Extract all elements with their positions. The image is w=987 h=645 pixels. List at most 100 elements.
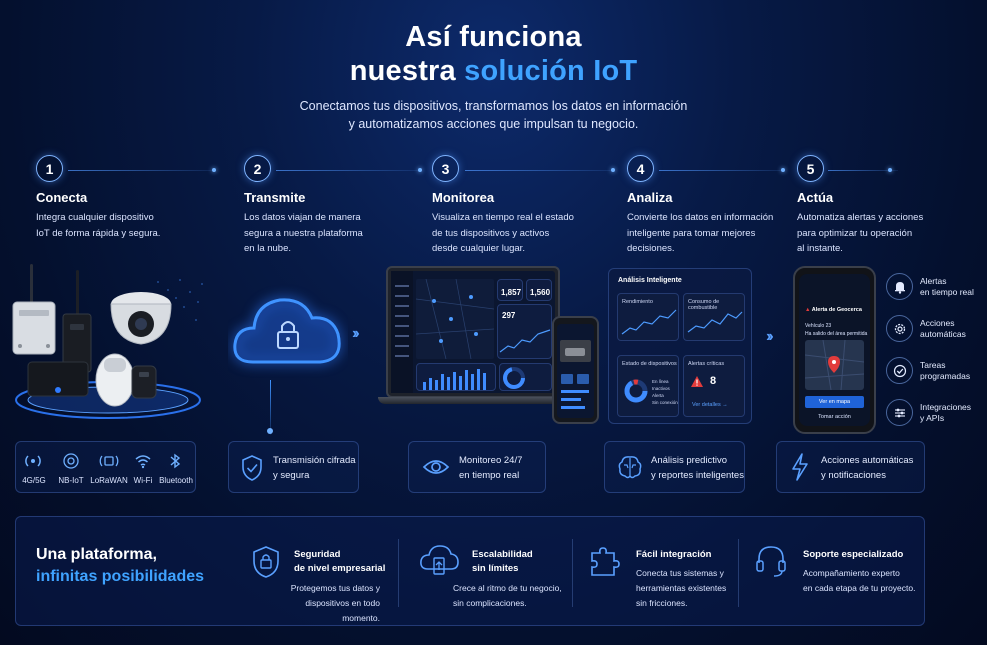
- benefits-panel: Una plataforma, infinitas posibilidades …: [15, 516, 925, 626]
- page-title: Así funciona nuestra solución IoT: [0, 20, 987, 88]
- nbiot-icon: [63, 453, 79, 469]
- dashboard-map: [415, 278, 495, 360]
- connectivity-card: 4G/5G NB-IoT LoRaWAN Wi-Fi Bluetooth: [15, 441, 196, 493]
- phone-alert: ▲ Alerta de Geocerca Vehículo 23 Ha sali…: [793, 266, 876, 434]
- step-number: 2: [244, 155, 271, 182]
- step-3: 3 Monitorea Visualiza en tiempo real el …: [432, 155, 622, 257]
- kpi-card: 1,560: [526, 279, 552, 301]
- warning-icon: [691, 376, 703, 387]
- bell-icon: [886, 273, 913, 300]
- flow-chevron-icon: ››: [352, 325, 359, 342]
- step-description: Los datos viajan de manera segura a nues…: [244, 212, 363, 254]
- status-donut: [624, 379, 648, 403]
- net-wifi: [134, 453, 152, 474]
- kpi-card: 1,857: [497, 279, 523, 301]
- phone-alert-message: Vehículo 23 Ha salido del área permitida: [805, 323, 868, 337]
- step-connector: [68, 170, 214, 171]
- net-label: Wi-Fi: [133, 476, 153, 485]
- step-description: Automatiza alertas y acciones para optim…: [797, 212, 924, 254]
- divider: [398, 539, 399, 607]
- critical-alerts-card: Alertas críticas 8 Ver detalles →: [683, 355, 745, 417]
- net-label: Bluetooth: [159, 476, 193, 485]
- shield-check-icon: [242, 455, 262, 481]
- net-nbiot: [62, 453, 80, 474]
- benefits-headline: Una plataforma, infinitas posibilidades: [36, 546, 205, 585]
- phone-alert-title: ▲ Alerta de Geocerca: [805, 307, 862, 313]
- step-connector: [465, 170, 615, 171]
- step-connector-dot: [888, 168, 892, 172]
- dashboard-donut: [499, 363, 552, 391]
- step-5: 5 Actúa Automatiza alertas y acciones pa…: [797, 155, 977, 257]
- step-title: Monitorea: [432, 190, 495, 205]
- page-subtitle: Conectamos tus dispositivos, transformam…: [299, 99, 688, 131]
- step-number: 5: [797, 155, 824, 182]
- dashboard-bar-chart: [416, 363, 496, 391]
- eye-icon: [422, 460, 450, 474]
- benefit-title: Soporte especializado: [803, 549, 904, 560]
- step-title: Analiza: [627, 190, 673, 205]
- benefit-description: Crece al ritmo de tu negocio,sin complic…: [453, 583, 562, 608]
- sliders-icon: [886, 399, 913, 426]
- analysis-panel: Análisis Inteligente Rendimiento Consumo…: [608, 268, 752, 424]
- step-description: Visualiza en tiempo real el estado de tu…: [432, 212, 574, 254]
- lightning-icon: [792, 453, 808, 481]
- puzzle-icon: [591, 547, 620, 576]
- step-connector-dot: [212, 168, 216, 172]
- step-connector-dot: [781, 168, 785, 172]
- view-map-button[interactable]: Ver en mapa: [805, 396, 864, 408]
- cloud-illustration: [228, 282, 348, 382]
- step-connector-dot: [418, 168, 422, 172]
- kpi-chart-card: 297: [497, 304, 552, 359]
- mobile-dashboard: [552, 316, 599, 424]
- phone-map: [804, 339, 865, 391]
- take-action-button[interactable]: Tomar acción: [818, 414, 851, 420]
- laptop-dashboard: 1,857 1,560 297: [378, 266, 568, 406]
- net-label: 4G/5G: [22, 476, 46, 485]
- step-description: Integra cualquier dispositivo IoT de for…: [36, 212, 161, 239]
- title-accent: solución IoT: [464, 55, 638, 87]
- step-4: 4 Analiza Convierte los datos en informa…: [627, 155, 797, 257]
- lock-shield-icon: [253, 546, 279, 578]
- warning-icon: ▲: [805, 307, 811, 313]
- critical-alerts-count: 8: [710, 375, 717, 387]
- step-2: 2 Transmite Los datos viajan de manera s…: [244, 155, 424, 257]
- step-title: Conecta: [36, 190, 88, 205]
- headset-icon: [756, 546, 786, 577]
- step-1: 1 Conecta Integra cualquier dispositivo …: [36, 155, 216, 241]
- step-connector: [659, 170, 785, 171]
- fuel-card: Consumo de combustible: [683, 293, 745, 341]
- divider: [738, 539, 739, 607]
- net-bluetooth: [168, 453, 182, 474]
- details-link[interactable]: Ver detalles →: [692, 402, 728, 408]
- lorawan-icon: [99, 455, 119, 467]
- cloud-scale-icon: [420, 545, 459, 575]
- step-number: 4: [627, 155, 654, 182]
- laptop-base: [378, 397, 568, 404]
- title-line-2: nuestra solución IoT: [349, 55, 638, 87]
- net-label: LoRaWAN: [90, 476, 128, 485]
- wifi-icon: [135, 455, 151, 469]
- dashboard-sidebar: [391, 271, 413, 393]
- step-connector: [828, 170, 898, 171]
- signal-tower-icon: [25, 455, 41, 467]
- iot-devices-illustration: [8, 262, 208, 427]
- bluetooth-icon: [170, 453, 181, 469]
- device-status-card: Estado de dispositivos En línea Inactivo…: [617, 355, 679, 417]
- step-connector-dot: [611, 168, 615, 172]
- net-4g: [24, 453, 42, 474]
- step-description: Convierte los datos en información intel…: [627, 212, 774, 254]
